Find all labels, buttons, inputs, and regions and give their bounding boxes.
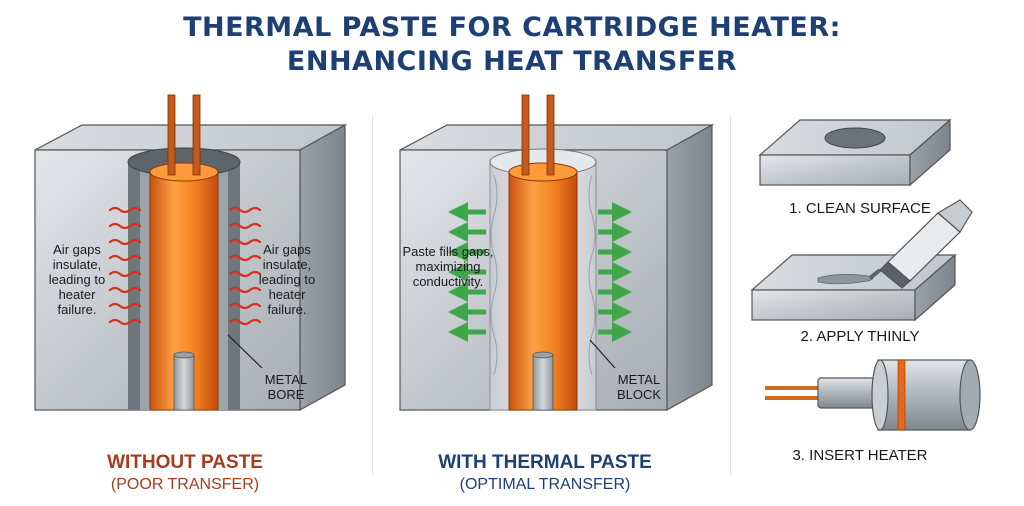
step-3-heater: [765, 359, 981, 431]
step-2-label: 2. APPLY THINLY: [800, 328, 920, 345]
paste-note: Paste fills gaps, maximizing conductivit…: [402, 244, 494, 289]
air-gap-note-right: Air gaps insulate, leading to heater fai…: [258, 242, 316, 317]
panel-divider-1: [372, 115, 373, 475]
without-paste-caption: WITHOUT PASTE: [107, 452, 263, 473]
panel-divider-2: [730, 115, 731, 475]
step-1-block: [758, 118, 952, 187]
with-paste-subcaption: (OPTIMAL TRANSFER): [459, 476, 631, 493]
paste-tube: [868, 199, 973, 289]
heat-waves-left: [108, 206, 142, 326]
step-1-label: 1. CLEAN SURFACE: [789, 200, 931, 217]
block-without-paste: [34, 94, 348, 412]
heat-waves-right: [228, 206, 262, 326]
metal-bore-label: METAL BORE: [264, 372, 308, 402]
with-paste-caption: WITH THERMAL PASTE: [438, 452, 652, 473]
heat-arrows-left: [448, 202, 486, 342]
air-gap-note-left: Air gaps insulate, leading to heater fai…: [48, 242, 106, 317]
without-paste-subcaption: (POOR TRANSFER): [110, 476, 260, 493]
title-line-1: THERMAL PASTE FOR CARTRIDGE HEATER:: [183, 12, 841, 43]
title-line-2: ENHANCING HEAT TRANSFER: [286, 46, 738, 77]
metal-block-label: METAL BLOCK: [616, 372, 662, 402]
heat-arrows-right: [598, 202, 632, 342]
step-3-label: 3. INSERT HEATER: [792, 447, 928, 464]
